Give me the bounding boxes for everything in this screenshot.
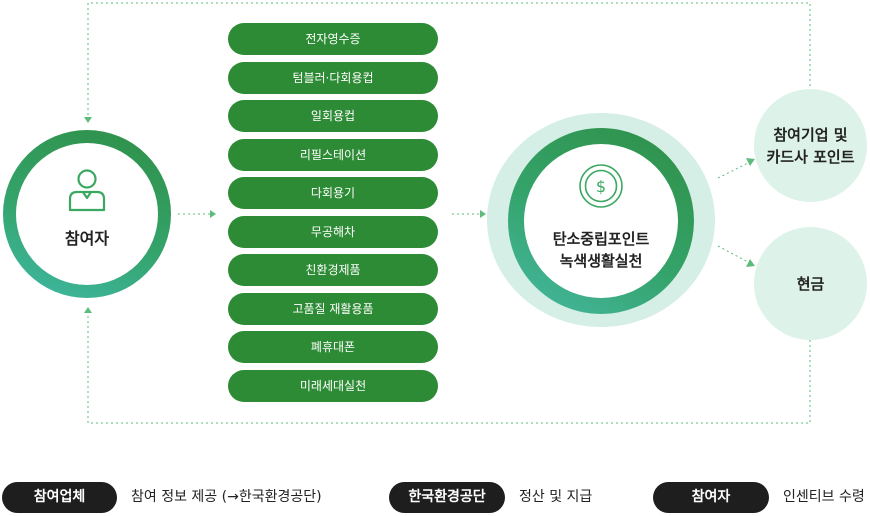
- activity-pill: 리필스테이션: [228, 139, 438, 171]
- reward-card-points: 참여기업 및 카드사 포인트: [754, 89, 867, 202]
- reward-card-points-line2: 카드사 포인트: [766, 147, 855, 166]
- points-title: 탄소중립포인트: [552, 230, 650, 248]
- participant-circle: 참여자: [3, 130, 171, 298]
- arrowhead-points: [480, 210, 486, 218]
- activity-pill: 친환경제품: [228, 254, 438, 286]
- legend-badge-companies: 참여업체: [2, 482, 117, 513]
- activity-pill: 무공해차: [228, 216, 438, 248]
- arrowhead-activities: [210, 210, 216, 218]
- arrowhead-card: [746, 158, 755, 166]
- arrowhead-top: [84, 117, 92, 123]
- activity-pill: 폐휴대폰: [228, 331, 438, 363]
- activity-pill: 미래세대실천: [228, 370, 438, 402]
- participant-label: 참여자: [64, 229, 110, 248]
- svg-text:$: $: [596, 177, 606, 196]
- points-to-card-arrow: [717, 162, 749, 179]
- activity-pill: 전자영수증: [228, 23, 438, 55]
- bottom-return-line: [87, 312, 811, 424]
- activity-pill: 다회용기: [228, 177, 438, 209]
- legend-badge-participant: 참여자: [653, 482, 769, 513]
- top-return-line: [87, 2, 811, 118]
- reward-cash: 현금: [754, 227, 867, 340]
- legend-text-participant: 인센티브 수령: [783, 489, 865, 505]
- legend-badge-keco: 한국환경공단: [389, 482, 505, 513]
- legend-text-keco: 정산 및 지급: [519, 489, 593, 505]
- legend-text-companies: 참여 정보 제공 (→한국환경공단): [131, 489, 322, 505]
- points-circle: $ 탄소중립포인트 녹색생활실천: [508, 128, 694, 314]
- person-icon: [68, 169, 106, 212]
- points-label: 탄소중립포인트 녹색생활실천: [524, 228, 678, 272]
- reward-card-points-line1: 참여기업 및: [773, 125, 848, 144]
- activity-pill: 고품질 재활용품: [228, 293, 438, 325]
- dollar-coin-icon: $: [579, 164, 623, 208]
- arrowhead-bottom: [84, 307, 92, 313]
- activity-pill: 일회용컵: [228, 100, 438, 132]
- points-subtitle: 녹색생활실천: [559, 252, 643, 270]
- reward-cash-label: 현금: [796, 274, 825, 293]
- points-to-cash-arrow: [717, 245, 749, 263]
- activity-pill: 텀블러·다회용컵: [228, 62, 438, 94]
- arrowhead-cash: [746, 259, 755, 267]
